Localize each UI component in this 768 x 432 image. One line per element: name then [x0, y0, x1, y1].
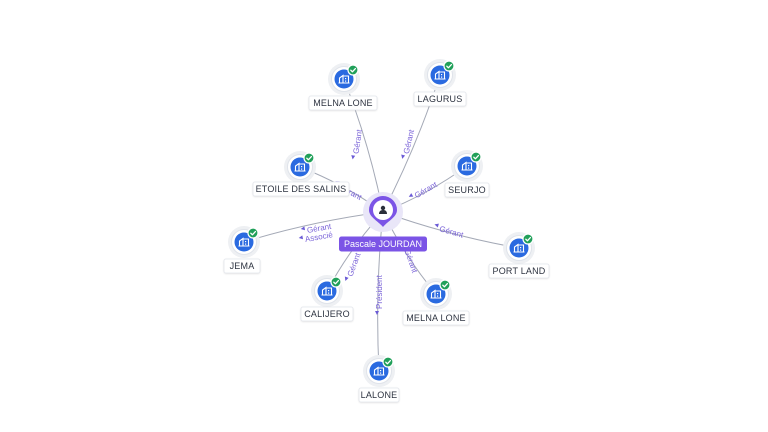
verified-check-icon [247, 227, 259, 239]
node-core [509, 238, 529, 258]
company-node-melna-lone-top[interactable] [328, 63, 360, 95]
company-name: MELNA LONE [313, 98, 373, 108]
company-icon [321, 286, 333, 296]
company-icon [238, 237, 250, 247]
company-name: MELNA LONE [406, 313, 466, 323]
relation-label: Gérant [402, 128, 416, 155]
arrow-icon [401, 154, 406, 159]
verified-check-icon [443, 60, 455, 72]
node-label-port-land[interactable]: PORT LAND [488, 263, 550, 279]
node-label-seurjo[interactable]: SEURJO [444, 182, 490, 198]
edge-label-port-land: Gérant [434, 223, 465, 240]
relation-label: Gérant [352, 128, 364, 154]
company-node-seurjo[interactable] [451, 150, 483, 182]
node-core [317, 281, 337, 301]
relation-label: Gérant [306, 222, 332, 235]
center-node[interactable]: Pascale JOURDAN [339, 192, 427, 252]
node-core [290, 157, 310, 177]
label-box [300, 306, 354, 322]
node-core [426, 284, 446, 304]
location-pin-icon [369, 196, 397, 227]
arrow-icon [351, 155, 356, 160]
arrow-icon [434, 223, 439, 228]
nodes-layer: MELNA LONE LAGURUS ETOILE DES SALINS SEURJO… [223, 59, 550, 403]
company-node-etoile-des-salins[interactable] [284, 151, 316, 183]
company-name: CALIJERO [304, 309, 350, 319]
node-label-jema[interactable]: JEMA [223, 258, 261, 274]
node-core [369, 361, 389, 381]
arrow-icon [300, 226, 306, 231]
company-icon [434, 70, 446, 80]
label-box [308, 95, 378, 111]
edge-label-seurjo: Gérant [408, 180, 439, 200]
company-icon [513, 243, 525, 253]
arrow-icon [344, 276, 349, 281]
node-core [234, 232, 254, 252]
company-icon [338, 74, 350, 84]
label-box [488, 263, 550, 279]
label-box [358, 387, 400, 403]
company-node-lagurus[interactable] [424, 59, 456, 91]
company-icon [373, 366, 385, 376]
company-icon [461, 161, 473, 171]
company-icon [294, 162, 306, 172]
edge-label-melna-lone-top: Gérant [351, 128, 364, 160]
node-label-lagurus[interactable]: LAGURUS [413, 91, 467, 107]
badge-bg [339, 236, 427, 252]
edge-label-lalone: Président [375, 274, 384, 315]
company-node-port-land[interactable] [503, 232, 535, 264]
company-node-jema[interactable] [228, 226, 260, 258]
node-label-lalone[interactable]: LALONE [358, 387, 400, 403]
verified-check-icon [330, 276, 342, 288]
label-box [413, 91, 467, 107]
company-name: PORT LAND [493, 266, 546, 276]
arrow-icon [408, 193, 414, 197]
verified-check-icon [522, 233, 534, 245]
arrow-icon [375, 311, 379, 315]
node-label-etoile-des-salins[interactable]: ETOILE DES SALINS [252, 181, 350, 197]
verified-check-icon [382, 356, 394, 368]
company-node-lalone[interactable] [363, 355, 395, 387]
edge-label-jema: Associé [298, 230, 334, 244]
company-name: LALONE [361, 390, 398, 400]
label-box [402, 310, 470, 326]
verified-check-icon [470, 151, 482, 163]
edge-label-jema: Gérant [300, 222, 333, 235]
company-node-melna-lone-bottom[interactable] [420, 278, 452, 310]
label-box [252, 181, 350, 197]
person-icon [379, 205, 387, 214]
edge-label-calijero: Gérant [344, 251, 363, 281]
node-core [334, 69, 354, 89]
node-label-melna-lone-top[interactable]: MELNA LONE [308, 95, 378, 111]
relation-label: Gérant [438, 224, 465, 240]
relation-label: Gérant [413, 180, 439, 200]
arrow-icon [298, 235, 304, 240]
edge-label-lagurus: Gérant [401, 128, 416, 159]
node-label-calijero[interactable]: CALIJERO [300, 306, 354, 322]
label-box [444, 182, 490, 198]
node-core [457, 156, 477, 176]
relation-label: Gérant [402, 248, 419, 275]
verified-check-icon [347, 64, 359, 76]
verified-check-icon [439, 279, 451, 291]
label-box [223, 258, 261, 274]
company-node-calijero[interactable] [311, 275, 343, 307]
company-name: ETOILE DES SALINS [256, 184, 347, 194]
company-icon [430, 289, 442, 299]
company-name: LAGURUS [418, 94, 463, 104]
node-label-melna-lone-bottom[interactable]: MELNA LONE [402, 310, 470, 326]
person-name: Pascale JOURDAN [344, 239, 422, 249]
company-name: JEMA [230, 261, 255, 271]
relation-label: Gérant [346, 251, 363, 278]
relation-label: Président [375, 274, 384, 309]
verified-check-icon [303, 152, 315, 164]
company-name: SEURJO [448, 185, 486, 195]
node-core [430, 65, 450, 85]
center-name-badge[interactable]: Pascale JOURDAN [339, 236, 427, 252]
